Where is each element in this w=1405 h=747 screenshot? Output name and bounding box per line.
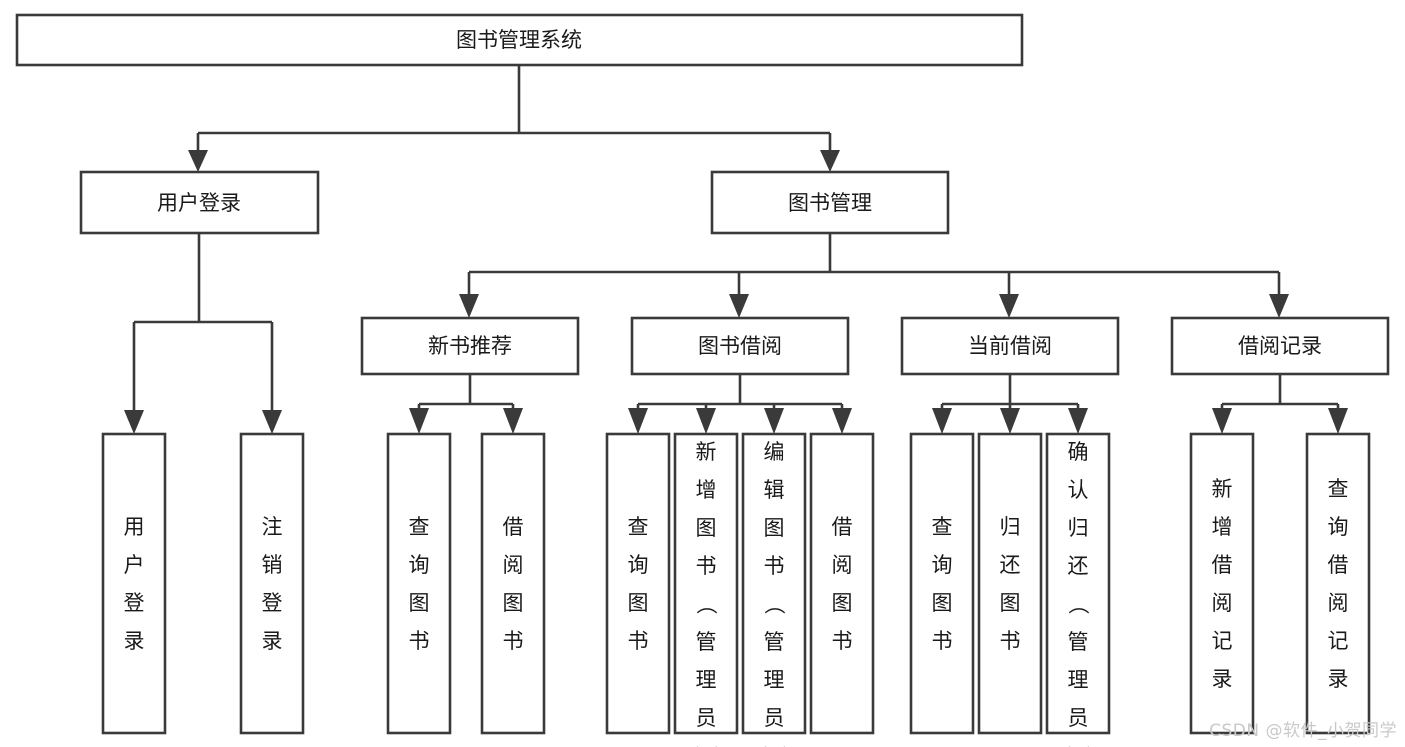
arrow-head-bookmgmt-child-2 [729, 294, 749, 318]
leaf-box-bookborrow-3[interactable] [741, 432, 807, 735]
arrow-head-bookmgmt-child-3 [999, 294, 1019, 318]
leaf-label-bookborrow-4: 借阅图书 [832, 515, 853, 653]
leaf-box-user-login-2[interactable] [239, 432, 305, 735]
arrow-head-newbook-leaf-1 [409, 408, 429, 434]
leaf-label-currentborrow-3: 确认归还管理员 [1068, 440, 1089, 730]
leaf-label-bookborrow-3: 编辑图书管理员 [764, 440, 785, 730]
leaf-node-newbook-1[interactable]: 查询图书 [386, 432, 452, 735]
node-current-borrow[interactable]: 当前借阅 [900, 316, 1120, 376]
arrow-head-newbook-leaf-2 [503, 408, 523, 434]
node-user-login[interactable]: 用户登录 [79, 170, 320, 235]
leaf-node-newbook-2[interactable]: 借阅图书 [480, 432, 546, 735]
node-root[interactable]: 图书管理系统 [15, 13, 1024, 67]
leaf-box-newbook-2[interactable] [480, 432, 546, 735]
arrow-head-bookborrow-leaf-3 [764, 408, 784, 434]
leaf-label-bookborrow-1: 查询图书 [628, 515, 649, 653]
leaf-box-currentborrow-2[interactable] [977, 432, 1043, 735]
node-borrow-record-label: 借阅记录 [1238, 334, 1322, 358]
node-borrow-record[interactable]: 借阅记录 [1170, 316, 1390, 376]
leaf-label-bookborrow-2: 新增图书管理员 [696, 440, 717, 730]
leaf-label-user-login-2: 注销登录 [262, 515, 283, 653]
node-current-borrow-box[interactable] [900, 316, 1120, 376]
leaf-node-bookborrow-1[interactable]: 查询图书 [605, 432, 671, 735]
leaf-box-currentborrow-1[interactable] [909, 432, 975, 735]
leaf-box-borrowrecord-2[interactable] [1305, 432, 1371, 735]
leaf-node-bookborrow-2[interactable]: 新增图书管理员 （ ） [673, 432, 739, 747]
leaf-node-currentborrow-3[interactable]: 确认归还管理员 （ ） [1045, 432, 1111, 747]
leaf-box-bookborrow-2[interactable] [673, 432, 739, 735]
node-root-box[interactable] [15, 13, 1024, 67]
arrow-head-borrowrecord-leaf-2 [1328, 408, 1348, 434]
arrow-head-root-to-bookmgmt [820, 150, 840, 172]
leaf-node-currentborrow-1[interactable]: 查询图书 [909, 432, 975, 735]
node-borrow-record-box[interactable] [1170, 316, 1390, 376]
node-book-management-box[interactable] [710, 170, 950, 235]
svg-text:）: ） [1066, 746, 1090, 747]
arrow-head-root-to-login [188, 150, 208, 172]
arrow-head-bookborrow-leaf-1 [628, 408, 648, 434]
leaf-node-user-login-2[interactable]: 注销登录 [239, 432, 305, 735]
svg-text:）: ） [694, 746, 718, 747]
node-book-borrow-box[interactable] [630, 316, 850, 376]
node-book-borrow[interactable]: 图书借阅 [630, 316, 850, 376]
leaf-node-user-login-1[interactable]: 用户登录 [101, 432, 167, 735]
leaf-label-newbook-2: 借阅图书 [503, 515, 524, 653]
svg-text:（: （ [694, 594, 718, 615]
leaf-label-borrowrecord-2: 查询借阅记录 [1328, 477, 1349, 691]
node-root-label: 图书管理系统 [456, 28, 582, 52]
leaf-box-borrowrecord-1[interactable] [1189, 432, 1255, 735]
leaf-label-user-login-1: 用户登录 [124, 515, 145, 653]
leaf-label-borrowrecord-1: 新增借阅记录 [1212, 477, 1233, 691]
leaf-node-borrowrecord-1[interactable]: 新增借阅记录 [1189, 432, 1255, 735]
arrow-head-bookborrow-leaf-4 [832, 408, 852, 434]
leaf-node-borrowrecord-2[interactable]: 查询借阅记录 [1305, 432, 1371, 735]
svg-text:（: （ [762, 594, 786, 615]
node-book-management-label: 图书管理 [788, 191, 872, 215]
node-user-login-label: 用户登录 [157, 191, 241, 215]
arrow-head-currentborrow-leaf-1 [932, 408, 952, 434]
leaf-box-user-login-1[interactable] [101, 432, 167, 735]
leaf-label-newbook-1: 查询图书 [409, 515, 430, 653]
arrow-head-bookmgmt-child-4 [1269, 294, 1289, 318]
arrow-head-bookmgmt-child-1 [459, 294, 479, 318]
leaf-node-bookborrow-3[interactable]: 编辑图书管理员 （ ） [741, 432, 807, 747]
leaf-node-bookborrow-4[interactable]: 借阅图书 [809, 432, 875, 735]
leaf-node-currentborrow-2[interactable]: 归还图书 [977, 432, 1043, 735]
node-book-borrow-label: 图书借阅 [698, 334, 782, 358]
arrow-head-borrowrecord-leaf-1 [1212, 408, 1232, 434]
node-new-book-recommend-box[interactable] [360, 316, 580, 376]
arrow-head-login-leaf-2 [262, 410, 282, 434]
leaf-box-currentborrow-3[interactable] [1045, 432, 1111, 735]
node-new-book-recommend-label: 新书推荐 [428, 334, 512, 358]
svg-text:（: （ [1066, 594, 1090, 615]
leaf-box-newbook-1[interactable] [386, 432, 452, 735]
arrow-head-currentborrow-leaf-2 [1000, 408, 1020, 434]
arrow-head-currentborrow-leaf-3 [1068, 408, 1088, 434]
node-new-book-recommend[interactable]: 新书推荐 [360, 316, 580, 376]
arrow-head-login-leaf-1 [124, 410, 144, 434]
node-book-management[interactable]: 图书管理 [710, 170, 950, 235]
leaf-box-bookborrow-4[interactable] [809, 432, 875, 735]
leaf-label-currentborrow-2: 归还图书 [1000, 515, 1021, 653]
leaf-box-bookborrow-1[interactable] [605, 432, 671, 735]
arrow-head-bookborrow-leaf-2 [696, 408, 716, 434]
node-current-borrow-label: 当前借阅 [968, 334, 1052, 358]
svg-text:）: ） [762, 746, 786, 747]
leaf-label-currentborrow-1: 查询图书 [932, 515, 953, 653]
